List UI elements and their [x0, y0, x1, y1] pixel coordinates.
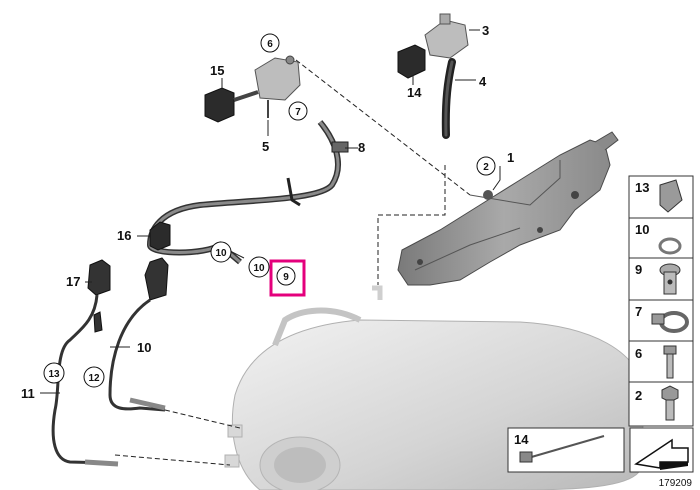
- callout-4: 4: [479, 74, 487, 89]
- pressure-pipe: [146, 120, 349, 265]
- legend-row-10: 10: [635, 222, 682, 255]
- callout-16: 15: [210, 63, 224, 78]
- legend-label-9: 9: [635, 262, 642, 277]
- callout-18: 17: [66, 274, 80, 289]
- callout-10-a: 10: [215, 248, 227, 259]
- callout-7: 7: [295, 107, 301, 118]
- reference-lines: [114, 59, 471, 466]
- direction-arrow-box: [629, 427, 694, 473]
- hollow-bolt-icon: [659, 263, 681, 295]
- callout-1: 1: [507, 150, 514, 165]
- legend-row-2: 2: [635, 385, 679, 421]
- clip-icon: [659, 179, 683, 213]
- callout-14: 13: [48, 369, 60, 380]
- callout-9: 9: [283, 272, 289, 283]
- lambda-sensor-left: [51, 259, 119, 467]
- pressure-sensor-right: [397, 13, 469, 139]
- callout-11: 10: [137, 340, 151, 355]
- callout-2: 2: [483, 162, 489, 173]
- legend-label-7: 7: [635, 304, 642, 319]
- callout-5: 5: [262, 139, 269, 154]
- hose-clamp-icon: [651, 311, 689, 333]
- cable-tie-box: 14: [507, 427, 625, 473]
- legend-row-7: 7: [635, 304, 689, 333]
- seal-ring-icon: [658, 237, 682, 255]
- pressure-sensor-left: [204, 55, 301, 123]
- callout-13: 12: [88, 373, 100, 384]
- legend-row-13: 13: [635, 179, 683, 213]
- mounting-bracket: [397, 131, 619, 286]
- legend-row-6: 6: [635, 345, 677, 379]
- callout-6: 6: [267, 39, 273, 50]
- callout-labels: 3 4 14 1 8 5 15 16 10 17 11: [21, 23, 514, 401]
- highlight-box: [269, 259, 306, 297]
- cable-tie-icon: [519, 435, 605, 463]
- hex-bolt-icon: [661, 385, 679, 421]
- cable-tie-label: 14: [514, 432, 529, 447]
- image-id: 179209: [659, 478, 693, 489]
- legend-panel: 13 10 9 7 6: [628, 175, 694, 427]
- legend-row-9: 9: [635, 262, 681, 295]
- legend-label-6: 6: [635, 346, 642, 361]
- lambda-sensor-right: [108, 221, 171, 412]
- callout-3: 3: [482, 23, 489, 38]
- stud-bolt-icon: [663, 345, 677, 379]
- callout-15: 14: [407, 85, 422, 100]
- callout-17: 16: [117, 228, 131, 243]
- callout-8: 8: [358, 140, 365, 155]
- legend-label-13: 13: [635, 180, 649, 195]
- legend-label-10: 10: [635, 222, 649, 237]
- callout-12: 11: [21, 386, 35, 401]
- circled-callouts: 6 7 2 10 10 9 12 13: [43, 33, 496, 388]
- callout-10-b: 10: [253, 263, 265, 274]
- legend-label-2: 2: [635, 388, 642, 403]
